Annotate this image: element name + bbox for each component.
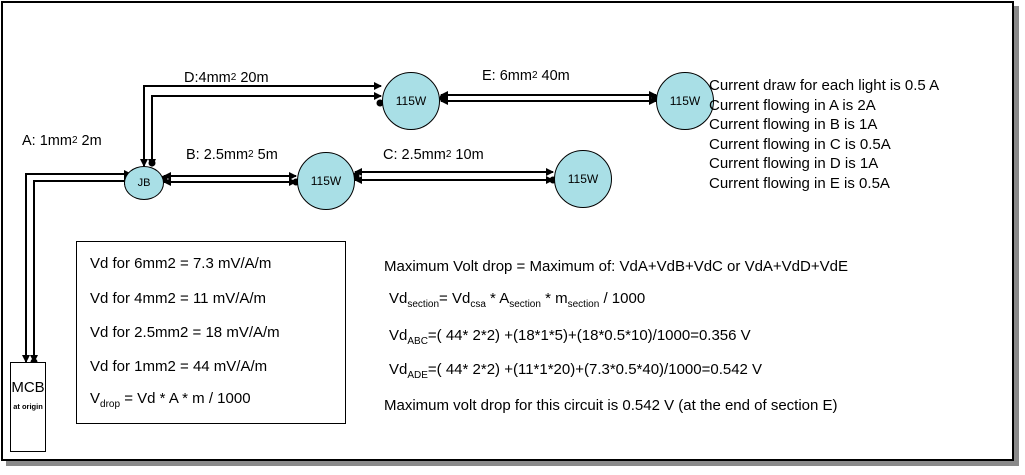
cable-d-line-1 bbox=[140, 82, 382, 167]
abc-calculation: VdABC=( 44* 2*2) +(18*1*5)+(18*0.5*10)/1… bbox=[389, 327, 751, 347]
cable-d-label: D:4mm2 20m bbox=[184, 70, 269, 86]
cable-a-line-1 bbox=[22, 170, 132, 363]
lamp-3: 115W bbox=[297, 152, 355, 210]
section-formula: Vdsection= Vdcsa * Asection * msection /… bbox=[389, 290, 646, 310]
cable-d-line-2 bbox=[148, 92, 382, 167]
lamp-label: 115W bbox=[669, 94, 701, 108]
max-volt-drop-line: Maximum Volt drop = Maximum of: VdA+VdB+… bbox=[384, 258, 848, 275]
vd-row: Vd for 2.5mm2 = 18 mV/A/m bbox=[90, 324, 280, 341]
lamp-1: 115W bbox=[382, 72, 440, 130]
vd-row: Vd for 1mm2 = 44 mV/A/m bbox=[90, 358, 268, 375]
cable-a-line-2 bbox=[30, 177, 132, 363]
terminal-dot bbox=[376, 99, 384, 107]
mcb-title: MCB bbox=[11, 379, 45, 396]
conclusion-line: Maximum volt drop for this circuit is 0.… bbox=[384, 397, 838, 414]
cable-a-label: A: 1mm2 2m bbox=[22, 133, 102, 149]
terminal-dot bbox=[148, 159, 156, 167]
vd-row: Vd for 4mm2 = 11 mV/A/m bbox=[90, 290, 267, 307]
ade-calculation: VdADE=( 44* 2*2) +(11*1*20)+(7.3*0.5*40)… bbox=[389, 361, 763, 381]
lamp-label: 115W bbox=[567, 172, 599, 186]
vd-row: Vd for 6mm2 = 7.3 mV/A/m bbox=[90, 255, 272, 272]
mcb-box: MCB at origin bbox=[10, 362, 46, 452]
vdrop-formula: Vdrop = Vd * A * m / 1000 bbox=[90, 390, 251, 410]
current-note: Current flowing in C is 0.5A bbox=[709, 135, 891, 153]
current-note: Current flowing in A is 2A bbox=[709, 96, 876, 114]
current-note: Current flowing in B is 1A bbox=[709, 116, 878, 133]
lamp-label: 115W bbox=[395, 94, 427, 108]
junction-box-label: JB bbox=[137, 177, 151, 189]
current-note: Current flowing in D is 1A bbox=[709, 155, 879, 172]
lamp-4: 115W bbox=[554, 150, 612, 208]
junction-box: JB bbox=[124, 166, 164, 200]
mcb-subtitle: at origin bbox=[13, 402, 43, 411]
cable-c-label: C: 2.5mm2 10m bbox=[383, 147, 484, 163]
cable-e-label: E: 6mm2 40m bbox=[482, 68, 570, 84]
terminal-dot bbox=[439, 94, 447, 102]
lamp-2: 115W bbox=[656, 72, 714, 130]
current-notes: Current draw for each light is 0.5 A Cur… bbox=[709, 76, 939, 193]
lamp-label: 115W bbox=[310, 174, 342, 188]
vd-table: Vd for 6mm2 = 7.3 mV/A/m Vd for 4mm2 = 1… bbox=[76, 241, 346, 424]
cable-b-label: B: 2.5mm2 5m bbox=[186, 147, 278, 163]
current-note: Current draw for each light is 0.5 A bbox=[709, 77, 940, 94]
current-note: Current flowing in E is 0.5A bbox=[709, 174, 890, 192]
